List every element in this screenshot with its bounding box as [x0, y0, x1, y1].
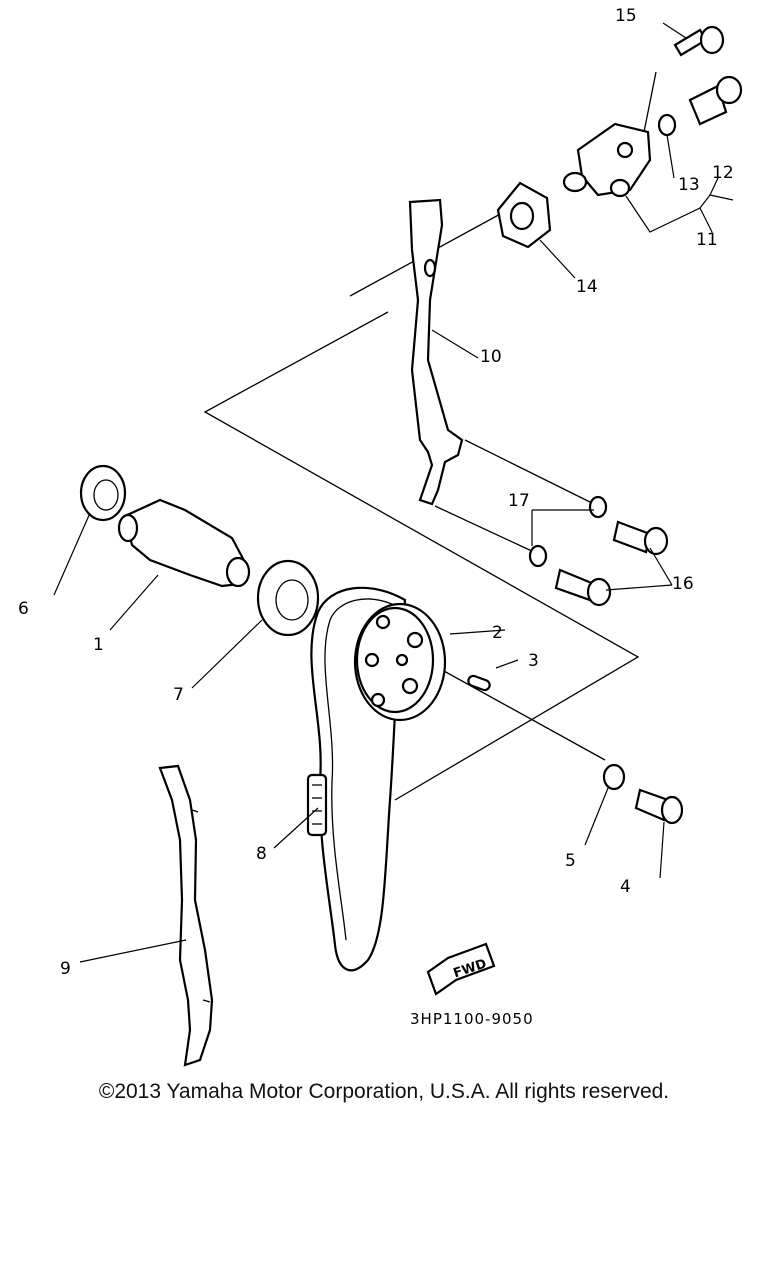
part-washer-5: [602, 763, 626, 791]
leader-lines: [53, 22, 734, 963]
callout-17: 17: [508, 491, 530, 511]
callout-14: 14: [576, 277, 598, 297]
part-bolt-4: [634, 788, 684, 825]
part-washer-17b: [528, 544, 548, 568]
part-tensioner-11: [562, 122, 652, 198]
copyright-notice: ©2013 Yamaha Motor Corporation, U.S.A. A…: [98, 1080, 670, 1103]
callout-7: 7: [173, 685, 184, 705]
callout-3: 3: [528, 651, 539, 671]
part-chain-guide-10: [408, 198, 464, 506]
part-cam-sprocket-2: [353, 602, 447, 722]
callout-1: 1: [93, 635, 104, 655]
callout-9: 9: [60, 959, 71, 979]
callout-11: 11: [696, 230, 718, 250]
part-dowel-pin-3: [467, 674, 491, 692]
callout-5: 5: [565, 851, 576, 871]
part-bolt-15: [673, 25, 725, 57]
parts-diagram: FWD 15 12 13 11 14 10 17 16 2 3 4 5 6 1: [18, 6, 743, 1067]
diagram-code: 3HP1100-9050: [410, 1010, 534, 1028]
callout-6: 6: [18, 599, 29, 619]
part-bearing-6: [79, 464, 127, 522]
callout-15: 15: [615, 6, 637, 26]
part-camshaft-1: [117, 498, 251, 588]
part-cap-12: [688, 75, 743, 126]
callout-10: 10: [480, 347, 502, 367]
callout-16: 16: [672, 574, 694, 594]
assembly-reference-lines: [203, 71, 657, 801]
callout-labels: 15 12 13 11 14 10 17 16 2 3 4 5 6 1 7 8 …: [18, 6, 734, 979]
part-bearing-7: [256, 559, 320, 637]
part-bolt-16a: [612, 520, 669, 556]
part-washer-17a: [588, 495, 608, 519]
callout-2: 2: [492, 623, 503, 643]
part-gasket-14: [496, 181, 552, 249]
callout-12: 12: [712, 163, 734, 183]
fwd-direction-arrow: FWD: [426, 942, 496, 996]
callout-8: 8: [256, 844, 267, 864]
part-chain-guide-9: [158, 764, 214, 1067]
callout-13: 13: [678, 175, 700, 195]
part-washer-13: [657, 113, 677, 137]
callout-4: 4: [620, 877, 631, 897]
part-bolt-16b: [554, 568, 612, 607]
cam-chain-links-detail: [306, 773, 328, 837]
